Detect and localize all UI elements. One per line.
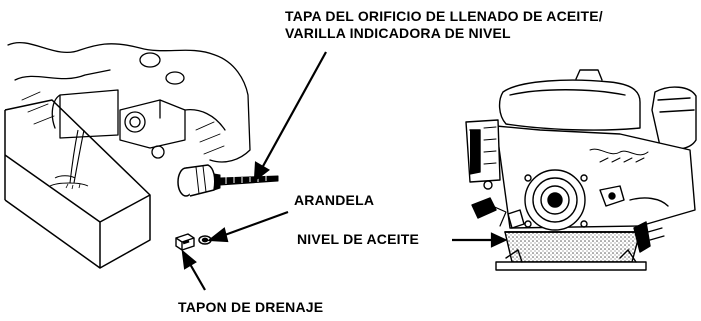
leader-lines [181,51,508,291]
drain-pan-icon [4,99,151,269]
washer-label: ARANDELA [294,192,375,208]
drain-plug-label: TAPON DE DRENAJE [178,299,324,315]
dipstick-label-line2: VARILLA INDICADORA DE NIVEL [285,25,511,41]
oil-filler-dipstick-icon [177,164,279,197]
dipstick-label-line1: TAPA DEL ORIFICIO DE LLENADO DE ACEITE/ [285,8,603,24]
drain-plug-icon [175,233,195,251]
engine-underside-sketch [7,41,251,163]
oil-level-label: NIVEL DE ACEITE [297,231,420,247]
engine-icon [465,69,697,271]
